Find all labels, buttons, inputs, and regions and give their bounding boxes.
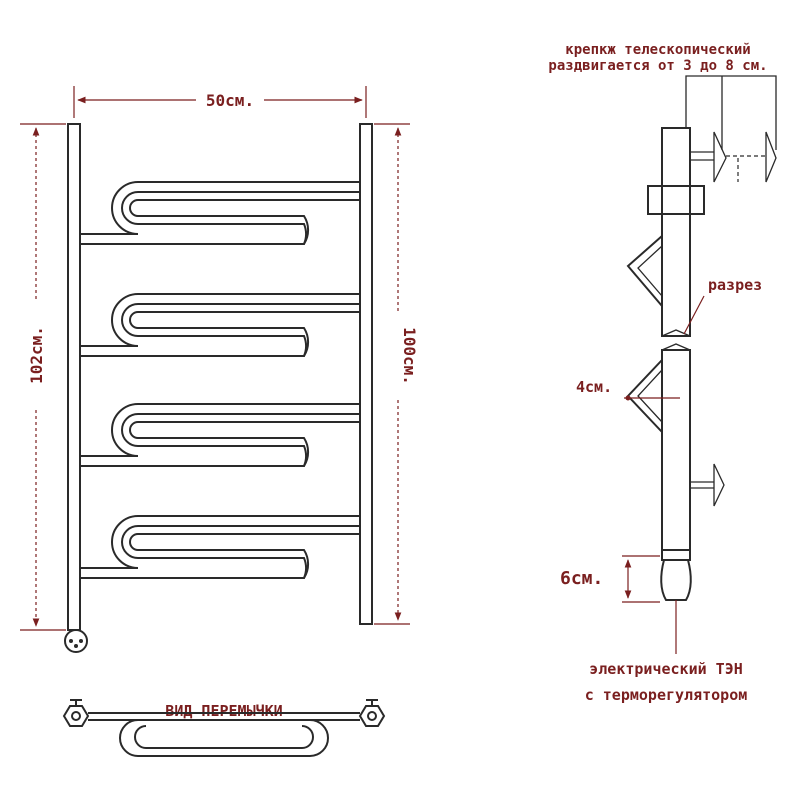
mount-label-line1: крепкж телескопический — [565, 42, 750, 58]
heater-label-line1: электрический ТЭН — [589, 660, 743, 678]
width-label: 50см. — [206, 91, 254, 110]
height-left-label: 102см. — [27, 326, 46, 384]
width-dimension: 50см. — [73, 86, 367, 118]
serpentine-rung-3 — [80, 403, 360, 467]
serpentine-rung-2 — [80, 293, 360, 357]
inlet-fitting — [64, 629, 88, 653]
jumper-view-label: ВИД ПЕРЕМЫЧКИ — [165, 702, 282, 720]
side-view: крепкж телескопический раздвигается от 3… — [548, 42, 777, 704]
serpentine-rung-4 — [80, 515, 360, 579]
height-right-label: 100см. — [400, 327, 419, 385]
left-height-dimension: 102см. — [20, 123, 66, 631]
left-post — [67, 123, 81, 631]
offset-label: 4см. — [576, 378, 612, 396]
jumper-view: ВИД ПЕРЕМЫЧКИ — [62, 699, 386, 757]
heater-height-label: 6см. — [560, 568, 603, 589]
heater-label-line2: с терморегулятором — [585, 686, 748, 704]
front-view: 50см. 102см. 100см. — [20, 86, 419, 653]
right-height-dimension: 100см. — [374, 123, 419, 625]
serpentine-rung-1 — [80, 181, 360, 245]
section-label: разрез — [708, 276, 762, 294]
right-post — [359, 123, 373, 625]
mount-label-line2: раздвигается от 3 до 8 см. — [548, 58, 767, 74]
